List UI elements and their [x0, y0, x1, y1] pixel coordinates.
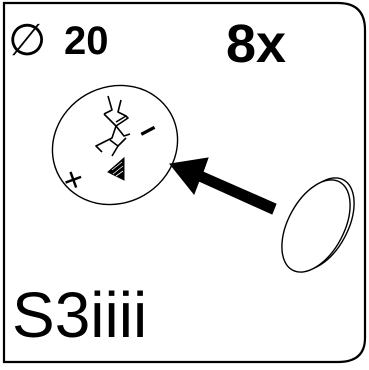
callout-ellipse: [51, 84, 179, 206]
polarity-triangle-icon: [107, 156, 125, 181]
insert-arrow-icon: [169, 157, 277, 215]
battery-cell-icon: [281, 177, 355, 273]
battery-holder-polarity-icon: − +: [51, 84, 179, 206]
quantity-label: 8x: [226, 14, 286, 74]
part-code-label: S3iiii: [12, 279, 147, 351]
diameter-symbol: ∅: [8, 16, 46, 65]
contact-spring-icon: [95, 95, 131, 157]
diameter-value: 20: [64, 19, 109, 63]
